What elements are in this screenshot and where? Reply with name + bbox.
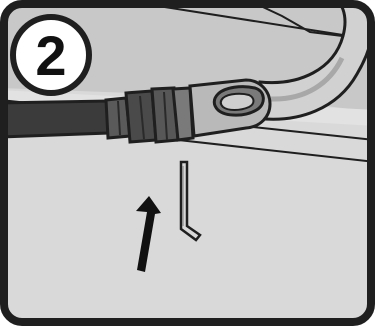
step-number: 2 xyxy=(35,28,66,84)
step-badge: 2 xyxy=(10,14,92,96)
